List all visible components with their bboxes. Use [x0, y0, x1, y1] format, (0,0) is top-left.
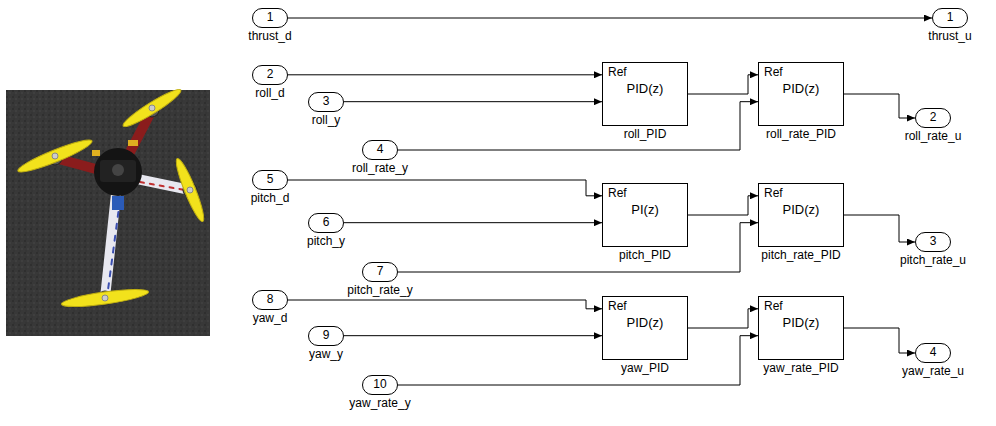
port-number: 8 [267, 293, 274, 306]
inport: 8yaw_d [252, 290, 288, 310]
outport: 3pitch_rate_u [915, 232, 951, 252]
port-number: 1 [947, 11, 954, 24]
signal-name: roll_rate_y [352, 162, 408, 175]
signal-line [288, 74, 602, 75]
signal-line [688, 196, 758, 215]
signal-name: yaw_rate_PID [763, 362, 838, 375]
signal-name: roll_rate_u [905, 130, 962, 143]
signal-name: thrust_u [928, 30, 971, 43]
block-function: PID(z) [783, 316, 820, 330]
signal-name: pitch_rate_u [900, 254, 966, 267]
signal-name: roll_y [312, 114, 341, 127]
signal-name: yaw_PID [621, 362, 669, 375]
pid-block: RefPID(z)roll_PID [602, 62, 688, 126]
port-number: 4 [930, 346, 937, 359]
signal-name: yaw_d [253, 312, 288, 325]
inport: 9yaw_y [308, 326, 344, 346]
outport: 2roll_rate_u [915, 108, 951, 128]
port-number: 7 [377, 265, 384, 278]
signal-line [688, 75, 758, 94]
signal-line [844, 215, 915, 242]
signal-name: pitch_y [307, 235, 345, 248]
signal-name: thrust_d [248, 30, 291, 43]
signal-line [844, 328, 915, 353]
pid-block: RefPI(z)pitch_PID [602, 183, 688, 247]
drone-propellers [16, 85, 208, 310]
signal-name: yaw_y [309, 348, 343, 361]
signal-line [288, 300, 602, 309]
drone-motors [48, 103, 197, 305]
signal-name: pitch_PID [619, 249, 671, 262]
signal-line [288, 18, 932, 19]
port-number: 3 [930, 235, 937, 248]
pid-block: RefPID(z)pitch_rate_PID [758, 183, 844, 247]
port-number: 4 [377, 143, 384, 156]
inport: 4roll_rate_y [362, 140, 398, 160]
port-number: 2 [930, 111, 937, 124]
port-number: 3 [323, 95, 330, 108]
signal-name: roll_d [255, 87, 284, 100]
inport: 1thrust_d [252, 8, 288, 28]
block-function: PID(z) [627, 316, 664, 330]
port-number: 6 [323, 216, 330, 229]
block-function: PID(z) [783, 82, 820, 96]
port-label: Ref [608, 66, 627, 79]
block-function: PID(z) [783, 203, 820, 217]
signal-name: pitch_d [251, 192, 290, 205]
signal-name: yaw_rate_y [349, 397, 410, 410]
signal-line [398, 102, 758, 150]
port-label: Ref [764, 187, 783, 200]
signal-line [398, 223, 758, 272]
carpet-ground [6, 90, 210, 336]
drone-body [92, 140, 142, 210]
pid-block: RefPID(z)yaw_PID [602, 296, 688, 360]
inport: 10yaw_rate_y [362, 375, 398, 395]
signal-name: pitch_rate_y [347, 284, 412, 297]
signal-line [844, 94, 915, 118]
signal-line [398, 336, 758, 385]
signal-line [288, 180, 602, 196]
inport: 6pitch_y [308, 213, 344, 233]
pid-block: RefPID(z)roll_rate_PID [758, 62, 844, 126]
signal-name: roll_PID [624, 128, 667, 141]
outport: 1thrust_u [932, 8, 968, 28]
port-number: 5 [267, 173, 274, 186]
inport: 7pitch_rate_y [362, 262, 398, 282]
signal-line [344, 222, 602, 223]
signal-line [688, 309, 758, 328]
signal-name: yaw_rate_u [902, 365, 964, 378]
inport: 2roll_d [252, 65, 288, 85]
pid-block: RefPID(z)yaw_rate_PID [758, 296, 844, 360]
block-function: PI(z) [631, 203, 658, 217]
port-number: 10 [373, 378, 386, 391]
drone-arms [55, 110, 190, 298]
port-number: 9 [323, 329, 330, 342]
port-number: 1 [267, 11, 274, 24]
port-number: 2 [267, 68, 274, 81]
signal-name: pitch_rate_PID [761, 249, 840, 262]
inport: 3roll_y [308, 92, 344, 112]
block-function: PID(z) [627, 82, 664, 96]
outport: 4yaw_rate_u [915, 343, 951, 363]
port-label: Ref [608, 300, 627, 313]
port-label: Ref [608, 187, 627, 200]
signal-line [344, 335, 602, 336]
port-label: Ref [764, 300, 783, 313]
signal-name: roll_rate_PID [766, 128, 836, 141]
signal-line [344, 101, 602, 102]
port-label: Ref [764, 66, 783, 79]
inport: 5pitch_d [252, 170, 288, 190]
